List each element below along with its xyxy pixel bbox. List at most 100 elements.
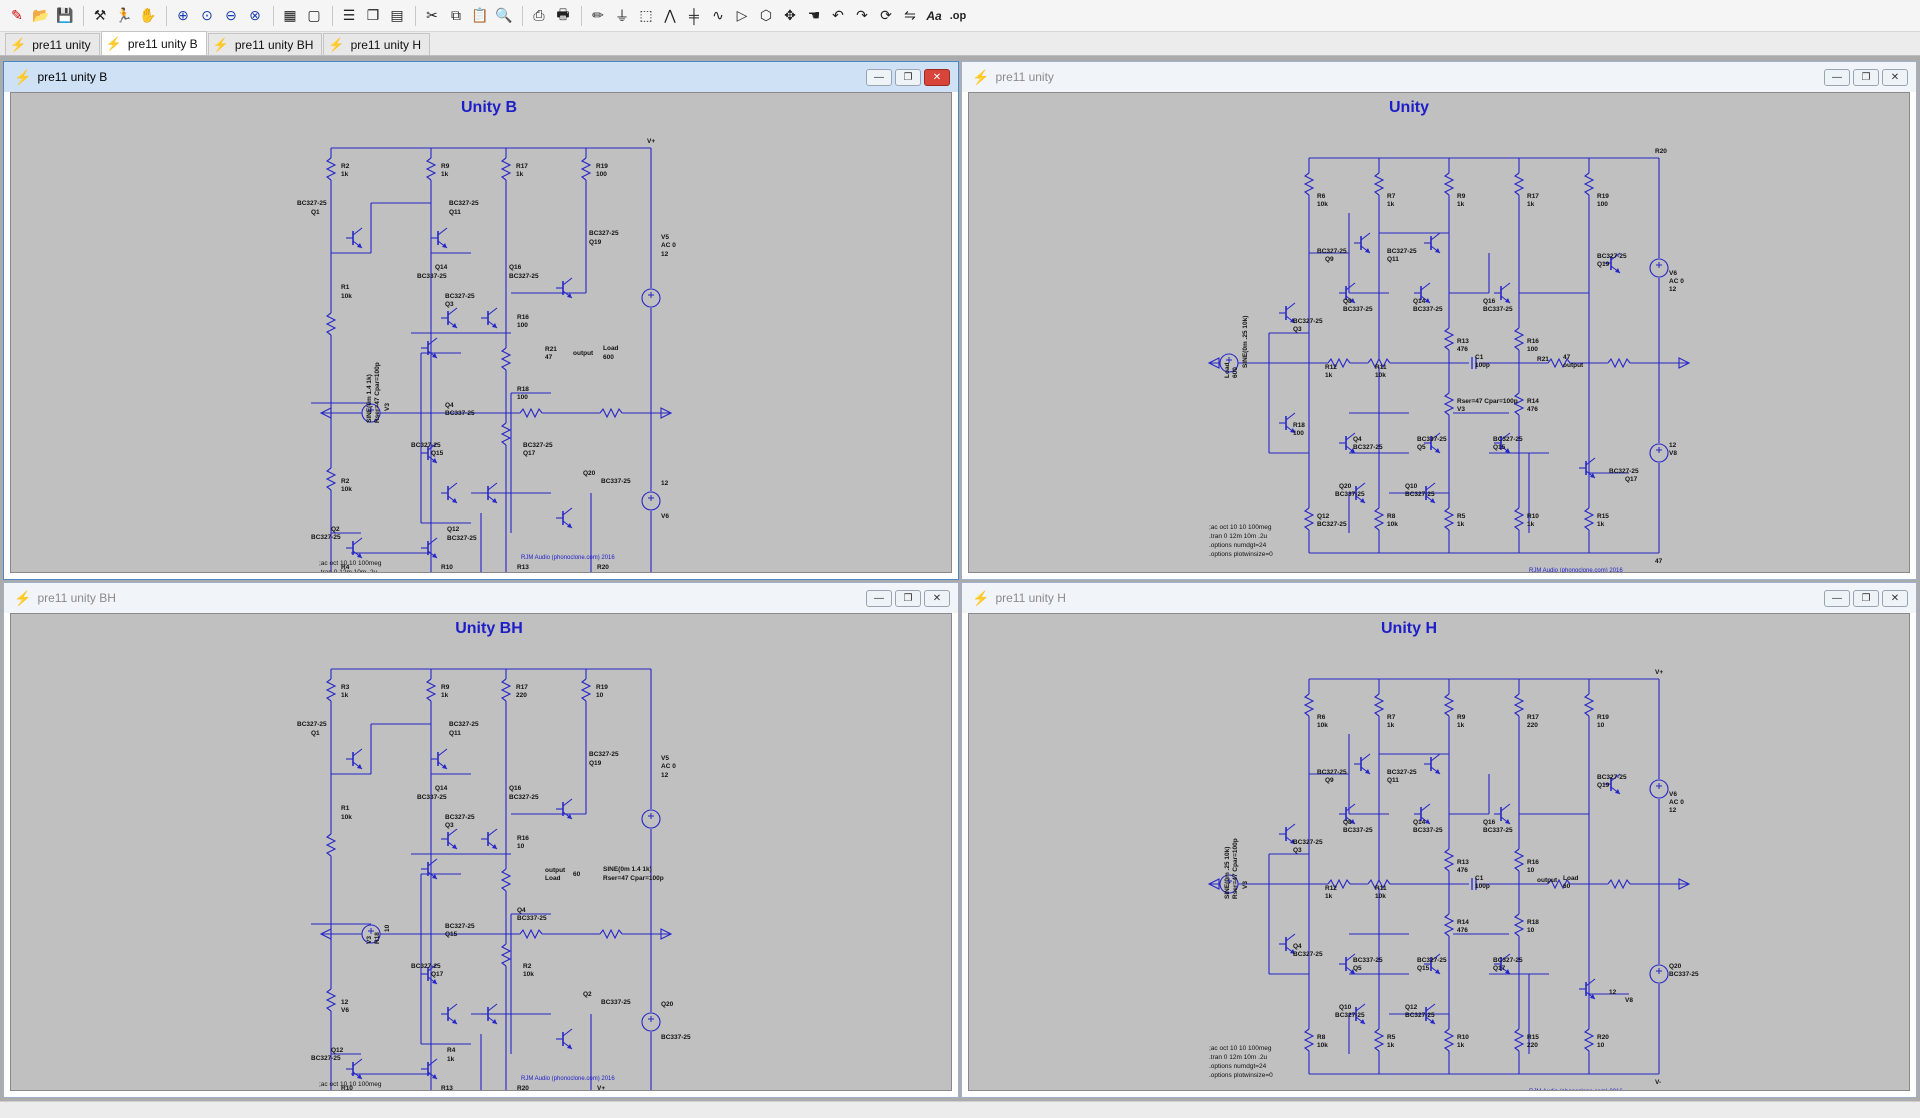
- resistor-symbol[interactable]: [325, 833, 337, 857]
- component-button[interactable]: ⬡: [755, 5, 777, 27]
- transistor-symbol[interactable]: [1604, 773, 1621, 795]
- print-button[interactable]: 🖶: [552, 5, 574, 27]
- minimize-button[interactable]: —: [1824, 589, 1850, 607]
- transistor-symbol[interactable]: [556, 1028, 573, 1050]
- transistor-symbol[interactable]: [481, 307, 498, 329]
- resistor-symbol[interactable]: [1373, 1028, 1385, 1052]
- resistor-symbol[interactable]: [325, 678, 337, 702]
- resistor-symbol[interactable]: [1513, 1028, 1525, 1052]
- transistor-symbol[interactable]: [1424, 232, 1441, 254]
- resistor-symbol[interactable]: [325, 988, 337, 1012]
- mirror-button[interactable]: ⇋: [899, 5, 921, 27]
- resistor-symbol[interactable]: [1513, 693, 1525, 717]
- transistor-symbol[interactable]: [441, 1003, 458, 1025]
- label-net-button[interactable]: ⬚: [635, 5, 657, 27]
- find-button[interactable]: 🔍: [493, 5, 515, 27]
- resistor-symbol[interactable]: [1513, 392, 1525, 416]
- voltage-source-symbol[interactable]: [641, 1012, 661, 1032]
- transistor-symbol[interactable]: [431, 227, 448, 249]
- zoom-cancel-button[interactable]: ⊗: [244, 5, 266, 27]
- transistor-symbol[interactable]: [1424, 432, 1441, 454]
- capacitor-button[interactable]: ╪: [683, 5, 705, 27]
- paste-button[interactable]: 📋: [469, 5, 491, 27]
- transistor-symbol[interactable]: [1414, 803, 1431, 825]
- resistor-symbol[interactable]: [1303, 693, 1315, 717]
- transistor-symbol[interactable]: [346, 1058, 363, 1080]
- resistor-symbol[interactable]: [1373, 693, 1385, 717]
- wire-button[interactable]: ✏: [587, 5, 609, 27]
- schematic-drawing[interactable]: R21kR91kR171kR19100BC327-25Q1BC327-25Q11…: [11, 93, 952, 573]
- schematic-drawing[interactable]: R610kR71kR91kR17220R1910BC327-25Q9BC327-…: [969, 614, 1910, 1091]
- transistor-symbol[interactable]: [556, 277, 573, 299]
- resistor-symbol[interactable]: [1443, 392, 1455, 416]
- resistor-symbol[interactable]: [1303, 507, 1315, 531]
- transistor-symbol[interactable]: [441, 307, 458, 329]
- voltage-source-symbol[interactable]: [361, 403, 381, 423]
- transistor-symbol[interactable]: [1419, 1003, 1436, 1025]
- ground-button[interactable]: ⏚: [611, 5, 633, 27]
- zoom-out-button[interactable]: ⊖: [220, 5, 242, 27]
- resistor-symbol[interactable]: [1327, 357, 1351, 369]
- minimize-button[interactable]: —: [866, 68, 892, 86]
- resistor-symbol[interactable]: [325, 157, 337, 181]
- resistor-symbol[interactable]: [1443, 848, 1455, 872]
- resistor-symbol[interactable]: [1327, 878, 1351, 890]
- resistor-symbol[interactable]: [500, 943, 512, 967]
- resistor-symbol[interactable]: [1547, 878, 1571, 890]
- resistor-symbol[interactable]: [1443, 693, 1455, 717]
- new-schematic-button[interactable]: ✎: [6, 5, 28, 27]
- resistor-symbol[interactable]: [1583, 172, 1595, 196]
- window-title-bar[interactable]: ⚡pre11 unity—❐✕: [962, 62, 1916, 92]
- transistor-symbol[interactable]: [346, 748, 363, 770]
- transistor-symbol[interactable]: [421, 442, 438, 464]
- resistor-symbol[interactable]: [1607, 878, 1631, 890]
- restore-button[interactable]: ❐: [895, 589, 921, 607]
- transistor-symbol[interactable]: [481, 828, 498, 850]
- close-button[interactable]: ✕: [1882, 68, 1908, 86]
- restore-button[interactable]: ❐: [895, 68, 921, 86]
- transistor-symbol[interactable]: [1579, 457, 1596, 479]
- transistor-symbol[interactable]: [1494, 953, 1511, 975]
- resistor-symbol[interactable]: [500, 347, 512, 371]
- transistor-symbol[interactable]: [1339, 803, 1356, 825]
- diode-button[interactable]: ▷: [731, 5, 753, 27]
- transistor-symbol[interactable]: [441, 482, 458, 504]
- window-title-bar[interactable]: ⚡pre11 unity H—❐✕: [962, 583, 1916, 613]
- close-button[interactable]: ✕: [1882, 589, 1908, 607]
- resistor-symbol[interactable]: [1443, 1028, 1455, 1052]
- voltage-source-symbol[interactable]: [1219, 353, 1239, 373]
- resistor-symbol[interactable]: [500, 157, 512, 181]
- voltage-source-symbol[interactable]: [641, 288, 661, 308]
- resistor-symbol[interactable]: [1547, 357, 1571, 369]
- resistor-symbol[interactable]: [1513, 848, 1525, 872]
- resistor-symbol[interactable]: [325, 312, 337, 336]
- document-tab[interactable]: ⚡pre11 unity: [5, 33, 100, 55]
- transistor-symbol[interactable]: [1414, 282, 1431, 304]
- capacitor-symbol[interactable]: [1469, 357, 1479, 369]
- save-button[interactable]: 💾: [54, 5, 76, 27]
- transistor-symbol[interactable]: [421, 858, 438, 880]
- document-tab[interactable]: ⚡pre11 unity H: [323, 33, 431, 55]
- resistor-symbol[interactable]: [519, 407, 543, 419]
- transistor-symbol[interactable]: [346, 537, 363, 559]
- resistor-symbol[interactable]: [599, 407, 623, 419]
- transistor-symbol[interactable]: [421, 1058, 438, 1080]
- transistor-symbol[interactable]: [1349, 482, 1366, 504]
- document-tab[interactable]: ⚡pre11 unity B: [100, 31, 207, 55]
- transistor-symbol[interactable]: [421, 337, 438, 359]
- resistor-symbol[interactable]: [1583, 693, 1595, 717]
- rotate-button[interactable]: ⟳: [875, 5, 897, 27]
- copy-button[interactable]: ⧉: [445, 5, 467, 27]
- transistor-symbol[interactable]: [556, 798, 573, 820]
- transistor-symbol[interactable]: [1279, 302, 1296, 324]
- transistor-symbol[interactable]: [1339, 432, 1356, 454]
- transistor-symbol[interactable]: [556, 507, 573, 529]
- voltage-source-symbol[interactable]: [641, 491, 661, 511]
- resistor-button[interactable]: ⋀: [659, 5, 681, 27]
- resistor-symbol[interactable]: [519, 928, 543, 940]
- resistor-symbol[interactable]: [425, 678, 437, 702]
- transistor-symbol[interactable]: [1419, 482, 1436, 504]
